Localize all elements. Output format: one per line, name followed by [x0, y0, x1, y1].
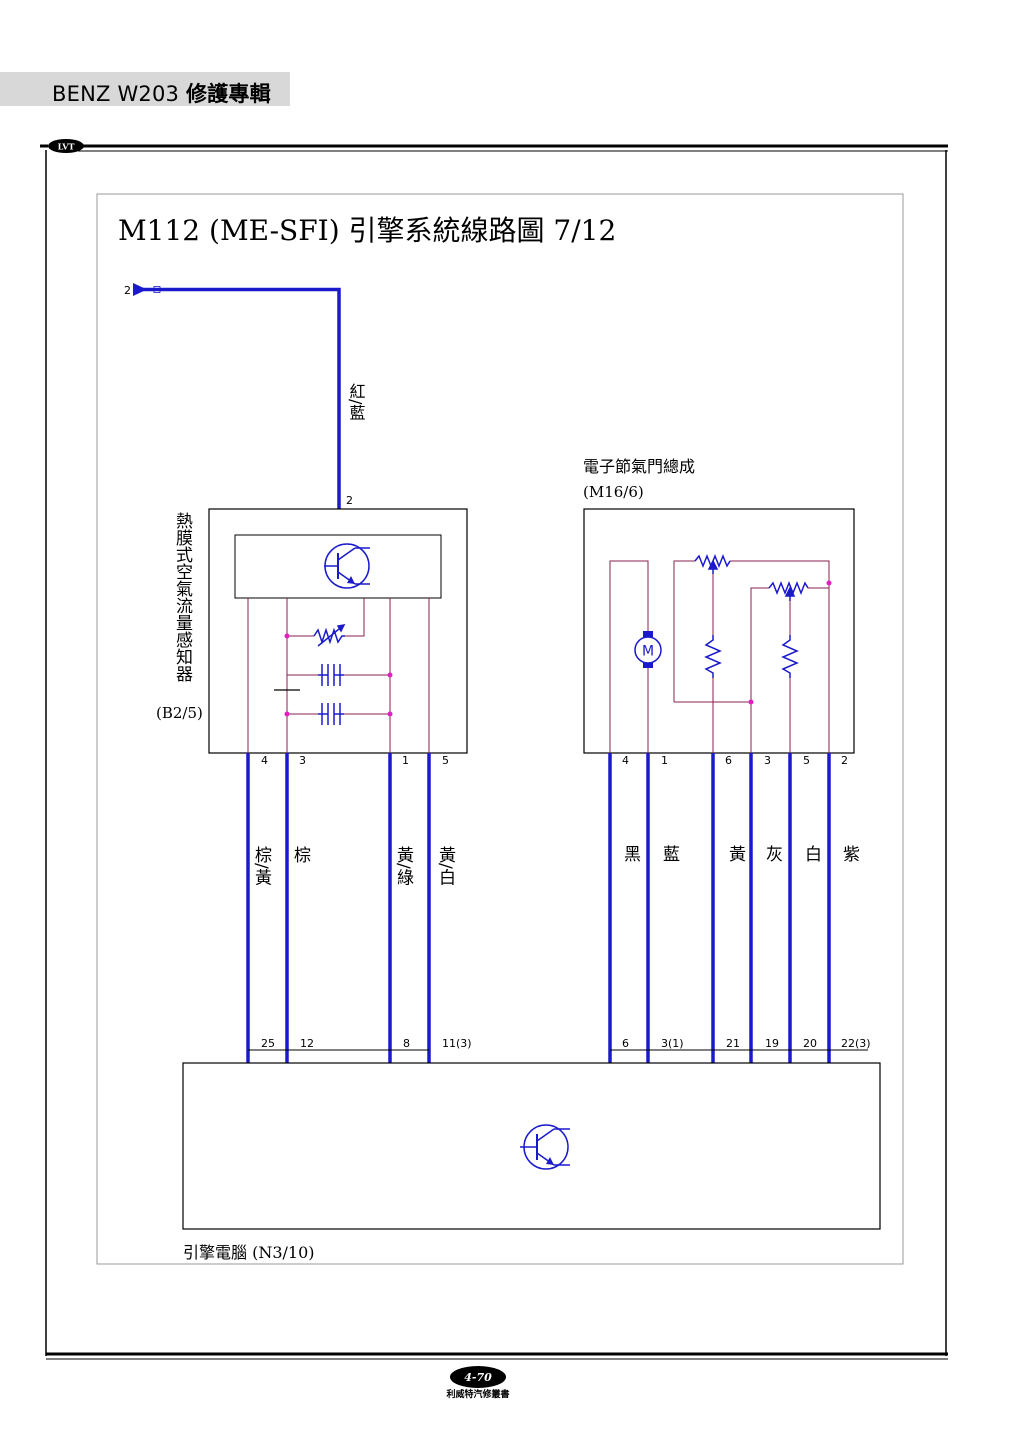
maf-wire-color-labels: 棕/黃 棕 黃/綠 黃/白 [251, 846, 456, 887]
throttle-pin-label: 1 [661, 754, 668, 767]
logo-badge: LVT [48, 139, 84, 153]
throttle-pin-labels: 4 1 6 3 5 2 [622, 754, 848, 767]
throttle-pin-label: 5 [803, 754, 810, 767]
throttle-wire-color: 灰 [766, 845, 783, 865]
logo-text: LVT [58, 142, 75, 152]
potentiometer-icon [694, 553, 809, 601]
maf-wire-color: 黃/白 [435, 846, 456, 886]
motor-icon: M [634, 631, 662, 668]
maf-transistor-icon [324, 543, 370, 589]
maf-inner-module [234, 534, 442, 599]
throttle-wire-color: 黑 [624, 845, 641, 865]
maf-sensor-box [208, 508, 468, 754]
throttle-pin-label: 3 [764, 754, 771, 767]
ecu-pin-label: 22(3) [841, 1037, 871, 1050]
maf-pin-label: 4 [261, 754, 268, 767]
throttle-internal-circuit [609, 560, 830, 753]
maf-capacitor-icon [318, 664, 344, 725]
throttle-pin-label: 2 [841, 754, 848, 767]
page-number: 4-70 [464, 1371, 492, 1384]
ecu-pin-label: 19 [765, 1037, 779, 1050]
header-title-latin: BENZ W203 [52, 82, 186, 106]
ecu-pin-label: 3(1) [661, 1037, 684, 1050]
maf-wire-color: 棕 [290, 846, 311, 863]
throttle-wire-color: 白 [805, 845, 822, 865]
throttle-box [583, 508, 855, 754]
throttle-wire-color-labels: 黑 藍 黃 灰 白 紫 [624, 845, 860, 865]
throttle-wires [608, 753, 831, 1063]
throttle-name: 電子節氣門總成 [583, 457, 695, 476]
maf-pin-labels: 4 3 1 5 [261, 754, 449, 767]
maf-wires [246, 753, 431, 1063]
ecu-pin-label: 6 [622, 1037, 629, 1050]
throttle-wire-color: 紫 [843, 845, 860, 865]
throttle-pin-label: 4 [622, 754, 629, 767]
maf-thermistor-icon [313, 624, 346, 647]
maf-wire-color: 棕/黃 [251, 846, 272, 886]
ecu-pin-label: 21 [726, 1037, 740, 1050]
maf-junction-nodes [284, 633, 393, 717]
motor-symbol: M [642, 644, 654, 660]
input-wire-color-1: 紅/藍 [347, 383, 366, 420]
ecu-pin-label: 8 [403, 1037, 410, 1050]
ecu-transistor-icon [520, 1124, 570, 1170]
ecu-pin-label: 25 [261, 1037, 275, 1050]
ecu-pin-labels: 25 12 8 11(3) 6 3(1) 21 19 20 22(3) [261, 1037, 871, 1050]
header-title-cjk: 修護專輯 [185, 82, 271, 106]
ecu-pin-label: 11(3) [442, 1037, 472, 1050]
throttle-wire-color: 藍 [663, 845, 680, 865]
input-pin-label: 2 [124, 284, 131, 297]
ecu-name: 引擎電腦 (N3/10) [183, 1243, 315, 1262]
maf-sensor-code: (B2/5) [156, 704, 203, 722]
maf-pin-label: 1 [402, 754, 409, 767]
publisher-name: 利威特汽修叢書 [445, 1388, 509, 1400]
header-title: BENZ W203 修護專輯 [52, 78, 271, 108]
ecu-box [182, 1062, 881, 1230]
page-number-badge: 4-70 利威特汽修叢書 [445, 1366, 510, 1400]
resistor-icon [704, 635, 799, 678]
throttle-code: (M16/6) [583, 483, 644, 501]
diagram-border [96, 193, 904, 1265]
ecu-pin-label: 12 [300, 1037, 314, 1050]
maf-pin-label: 3 [299, 754, 306, 767]
maf-top-pin: 2 [346, 494, 353, 507]
throttle-wire-color: 黃 [729, 845, 746, 865]
maf-sensor-name: 熱膜式空氣流量感知器 [172, 512, 193, 682]
throttle-pin-label: 6 [725, 754, 732, 767]
header-band [0, 72, 290, 106]
maf-pin-label: 5 [442, 754, 449, 767]
wire-red-blue [140, 287, 341, 509]
maf-wire-color: 黃/綠 [393, 846, 414, 887]
throttle-junction-nodes [748, 580, 832, 705]
ecu-pin-label: 20 [803, 1037, 817, 1050]
diagram-title: M112 (ME-SFI) 引擎系統線路圖 7/12 [118, 214, 616, 247]
